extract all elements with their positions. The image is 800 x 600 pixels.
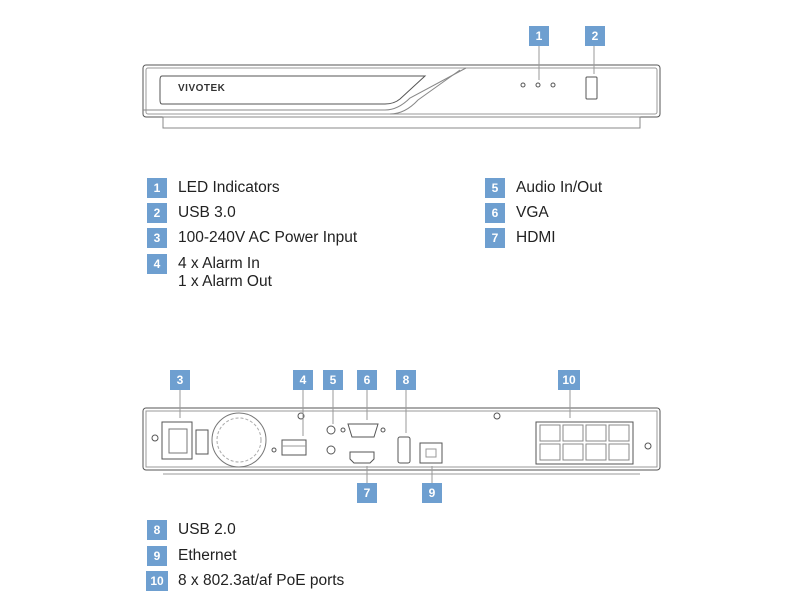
- callout-1: 1: [529, 26, 549, 46]
- callout-4: 4: [293, 370, 313, 390]
- legend-badge: 4: [147, 254, 167, 274]
- callout-7: 7: [357, 483, 377, 503]
- rear-panel: [142, 390, 661, 483]
- legend-badge: 7: [485, 228, 505, 248]
- legend-badge: 10: [146, 571, 168, 591]
- legend-label: Audio In/Out: [516, 179, 603, 196]
- legend-label: USB 3.0: [178, 204, 236, 221]
- callout-9: 9: [422, 483, 442, 503]
- brand-logo: VIVOTEK: [178, 83, 226, 94]
- callout-2: 2: [585, 26, 605, 46]
- legend-label: LED Indicators: [178, 179, 280, 196]
- legend-badge: 2: [147, 203, 167, 223]
- callout-3: 3: [170, 370, 190, 390]
- legend-label: USB 2.0: [178, 521, 236, 538]
- callout-6: 6: [357, 370, 377, 390]
- legend-badge: 3: [147, 228, 167, 248]
- legend-badge: 5: [485, 178, 505, 198]
- legend-label: 4 x Alarm In: [178, 255, 260, 272]
- legend-label-line2: 1 x Alarm Out: [178, 273, 272, 290]
- callout-5: 5: [323, 370, 343, 390]
- legend-label: HDMI: [516, 229, 556, 246]
- legend-badge: 9: [147, 546, 167, 566]
- legend-badge: 6: [485, 203, 505, 223]
- legend-label: 8 x 802.3at/af PoE ports: [178, 572, 345, 589]
- legend-badge: 8: [147, 520, 167, 540]
- callout-10: 10: [558, 370, 580, 390]
- front-panel: [142, 46, 661, 129]
- legend-label: VGA: [516, 204, 549, 221]
- legend-badge: 1: [147, 178, 167, 198]
- legend-label: 100-240V AC Power Input: [178, 229, 358, 246]
- legend-label: Ethernet: [178, 547, 237, 564]
- callout-8: 8: [396, 370, 416, 390]
